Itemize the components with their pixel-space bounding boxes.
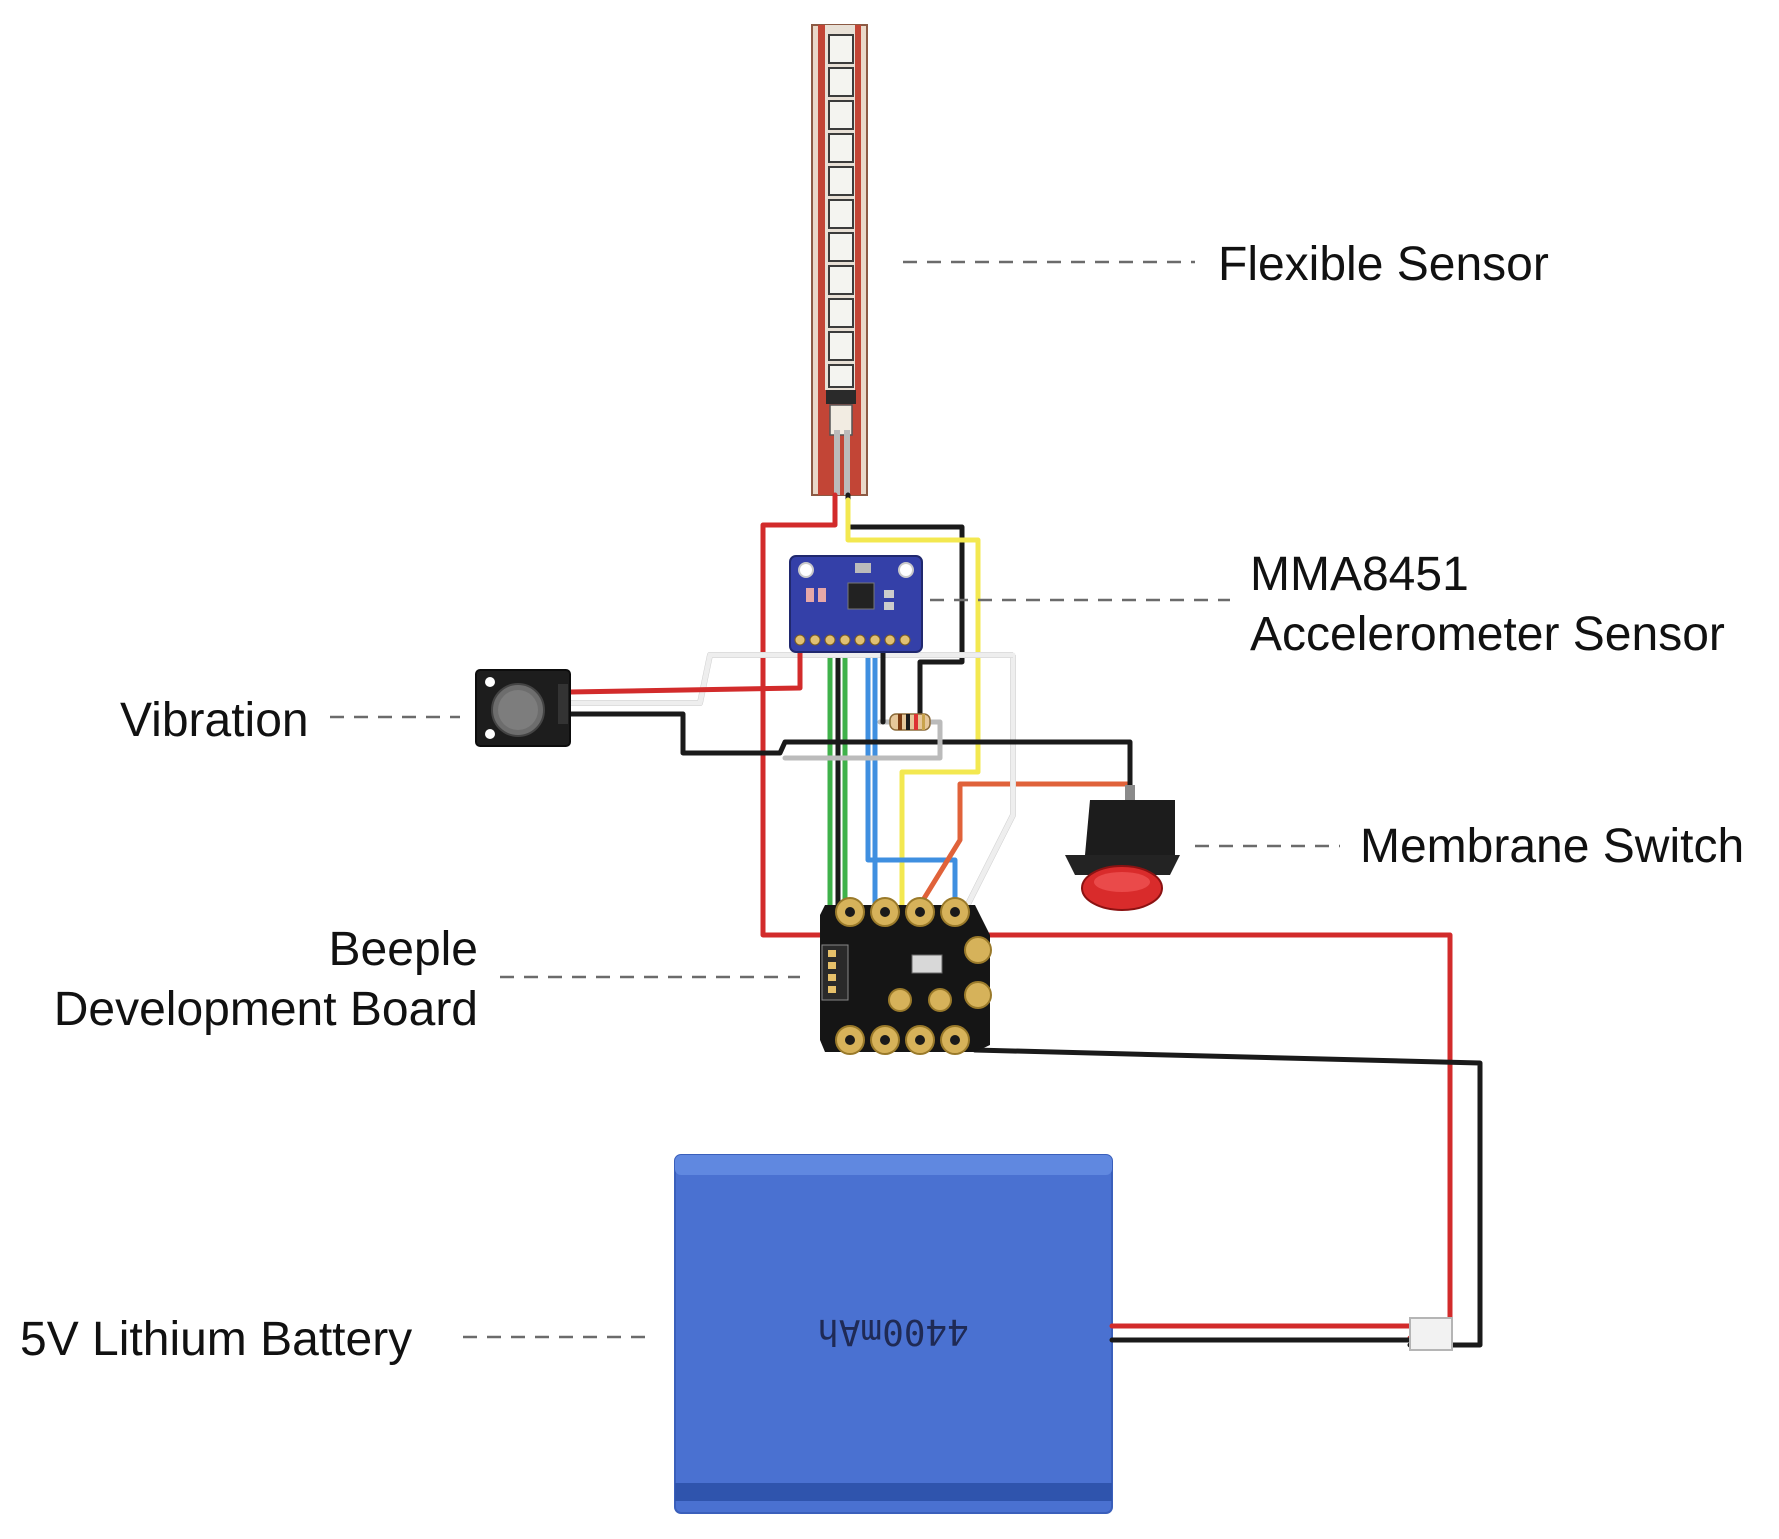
- label-beeple: Beeple: [329, 923, 478, 976]
- accelerometer-board: [789, 555, 923, 653]
- lithium-battery: 4400mAh: [674, 1154, 1453, 1514]
- flex-segments: [828, 34, 854, 388]
- beeple-board: [820, 897, 992, 1055]
- vibration-module: [475, 669, 571, 747]
- flexible-sensor: [811, 24, 868, 496]
- label-mma8451: MMA8451: [1250, 548, 1469, 601]
- label-accelerometer-sensor: Accelerometer Sensor: [1250, 608, 1725, 661]
- label-vibration: Vibration: [120, 694, 309, 747]
- battery-connector: [1409, 1317, 1453, 1351]
- label-membrane-switch: Membrane Switch: [1360, 820, 1744, 873]
- wires: [567, 492, 1483, 1348]
- leader-lines: [330, 260, 1340, 1339]
- label-flexible-sensor: Flexible Sensor: [1218, 238, 1549, 291]
- label-lithium-battery: 5V Lithium Battery: [20, 1313, 412, 1366]
- membrane-switch: [1065, 785, 1180, 911]
- labels: Flexible Sensor MMA8451 Accelerometer Se…: [20, 238, 1744, 1366]
- label-development-board: Development Board: [54, 983, 478, 1036]
- battery-capacity-text: 4400mAh: [817, 1311, 969, 1352]
- resistor: [889, 713, 931, 731]
